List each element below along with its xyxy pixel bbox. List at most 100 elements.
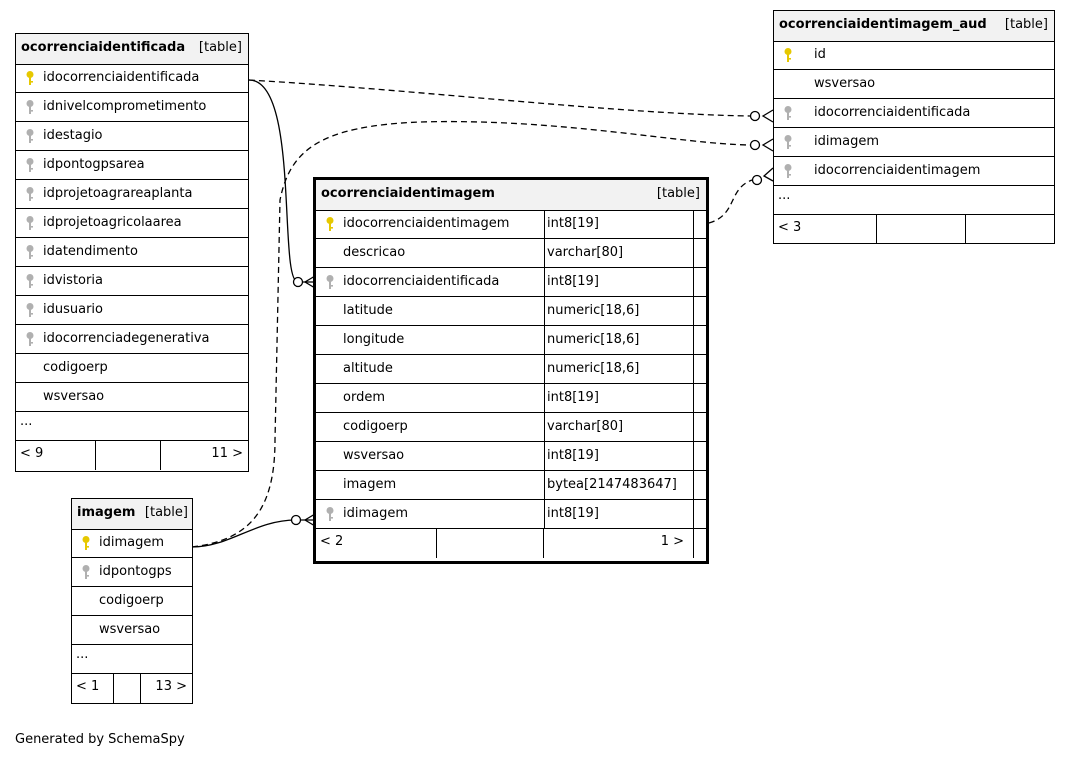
column-divider <box>544 471 545 499</box>
column-divider <box>544 297 545 325</box>
column-row[interactable]: idvistoria <box>16 267 248 296</box>
table-ocorrenciaidentimagem-aud[interactable]: ocorrenciaidentimagem_aud [table] id wsve… <box>773 10 1055 244</box>
column-row[interactable]: imagem bytea[2147483647] <box>316 471 706 500</box>
children-count[interactable]: 1 > <box>660 534 684 549</box>
column-row[interactable]: idocorrenciadegenerativa <box>16 325 248 354</box>
column-row[interactable]: idprojetoagricolaarea <box>16 209 248 238</box>
parents-count[interactable]: < 2 <box>320 534 344 549</box>
column-name: idocorrenciaidentificada <box>814 105 971 120</box>
children-count[interactable]: 11 > <box>211 446 243 461</box>
column-name: idvistoria <box>43 273 103 288</box>
column-name: idocorrenciaidentificada <box>343 274 500 289</box>
column-type: varchar[80] <box>547 245 624 260</box>
column-name: idprojetoagricolaarea <box>43 215 182 230</box>
column-row[interactable]: wsversao <box>774 70 1054 99</box>
foreign-key-icon <box>25 302 35 318</box>
column-row[interactable]: descricao varchar[80] <box>316 239 706 268</box>
column-row[interactable]: idpontogps <box>72 558 192 587</box>
column-row[interactable]: idimagem <box>72 529 192 558</box>
footer-divider <box>95 441 96 470</box>
foreign-key-icon <box>783 105 793 121</box>
foreign-key-icon <box>25 331 35 347</box>
table-header: ocorrenciaidentificada [table] <box>16 34 248 65</box>
foreign-key-icon <box>25 128 35 144</box>
table-name: imagem <box>77 505 136 520</box>
column-divider <box>693 297 694 325</box>
column-divider <box>544 413 545 441</box>
column-row[interactable]: idusuario <box>16 296 248 325</box>
table-ocorrenciaidentimagem[interactable]: ocorrenciaidentimagem [table] idocorrenc… <box>313 177 709 564</box>
column-row[interactable]: wsversao <box>16 383 248 412</box>
column-row[interactable]: idestagio <box>16 122 248 151</box>
column-divider <box>693 384 694 412</box>
foreign-key-icon <box>25 99 35 115</box>
column-row[interactable]: idimagem <box>774 128 1054 157</box>
column-name: wsversao <box>99 622 161 637</box>
primary-key-icon <box>81 535 91 551</box>
column-row[interactable]: wsversao <box>72 616 192 645</box>
column-row[interactable]: idprojetoagrareaplanta <box>16 180 248 209</box>
column-row[interactable]: id <box>774 41 1054 70</box>
column-divider <box>544 384 545 412</box>
column-name: idatendimento <box>43 244 138 259</box>
column-name: wsversao <box>814 76 876 91</box>
more-columns-ellipsis: ... <box>778 188 791 203</box>
column-row[interactable]: codigoerp <box>72 587 192 616</box>
parents-count[interactable]: < 3 <box>778 220 802 235</box>
column-name: idimagem <box>814 134 880 149</box>
column-name: descricao <box>343 245 406 260</box>
column-type: numeric[18,6] <box>547 303 640 318</box>
column-row[interactable]: idocorrenciaidentificada <box>774 99 1054 128</box>
children-count[interactable]: 13 > <box>155 679 187 694</box>
column-type: numeric[18,6] <box>547 361 640 376</box>
table-tag: [table] <box>198 40 242 55</box>
parents-count[interactable]: < 1 <box>76 679 100 694</box>
column-name: id <box>814 47 826 62</box>
column-type: bytea[2147483647] <box>547 477 677 492</box>
footer-divider <box>965 215 966 244</box>
table-footer: < 9 11 > <box>16 441 248 470</box>
column-divider <box>544 210 545 238</box>
column-name: latitude <box>343 303 393 318</box>
table-name: ocorrenciaidentimagem_aud <box>779 17 987 32</box>
table-ocorrenciaidentificada[interactable]: ocorrenciaidentificada [table] idocorren… <box>15 33 249 472</box>
column-row[interactable]: codigoerp <box>16 354 248 383</box>
table-header: ocorrenciaidentimagem [table] <box>316 180 706 211</box>
column-divider <box>544 268 545 296</box>
column-name: idimagem <box>343 506 409 521</box>
more-columns-ellipsis: ... <box>76 647 89 662</box>
column-row[interactable]: idatendimento <box>16 238 248 267</box>
column-divider <box>693 268 694 296</box>
column-name: idestagio <box>43 128 103 143</box>
column-name: imagem <box>343 477 397 492</box>
foreign-key-icon <box>25 186 35 202</box>
column-type: int8[19] <box>547 390 599 405</box>
table-tag: [table] <box>1004 17 1048 32</box>
more-columns-row[interactable]: ... <box>774 186 1054 215</box>
table-header: imagem [table] <box>72 499 192 530</box>
parents-count[interactable]: < 9 <box>20 446 44 461</box>
link-ocorrenciaidentificada-to-aud <box>248 79 751 117</box>
more-columns-row[interactable]: ... <box>72 645 192 674</box>
column-divider <box>693 471 694 499</box>
column-row[interactable]: idocorrenciaidentimagem <box>774 157 1054 186</box>
column-name: idusuario <box>43 302 103 317</box>
column-divider <box>544 239 545 267</box>
column-row[interactable]: idnivelcomprometimento <box>16 93 248 122</box>
foreign-key-icon <box>81 564 91 580</box>
column-row[interactable]: idocorrenciaidentificada <box>16 64 248 93</box>
column-row[interactable]: latitude numeric[18,6] <box>316 297 706 326</box>
column-name: idocorrenciadegenerativa <box>43 331 210 346</box>
more-columns-row[interactable]: ... <box>16 412 248 441</box>
column-row[interactable]: idpontogpsarea <box>16 151 248 180</box>
link-ocorrenciaidentificada-to-ocorrenciaidentimagem <box>248 79 315 283</box>
